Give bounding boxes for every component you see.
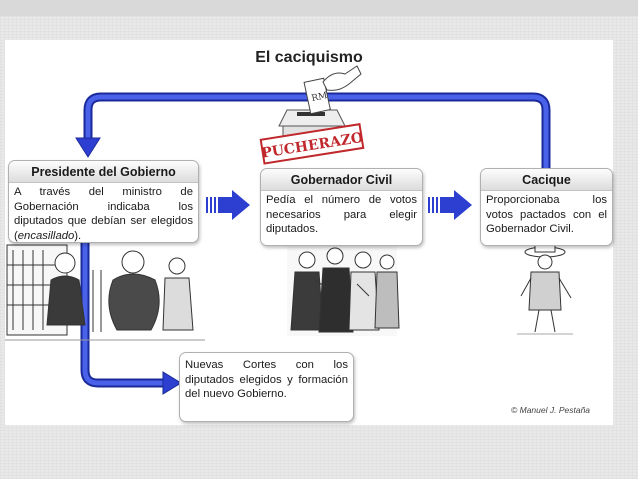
encasillado-term: encasillado [17, 229, 75, 242]
arrow-governor-to-cacique [428, 190, 472, 220]
top-band [0, 0, 638, 16]
ballot-label: RM [311, 91, 329, 104]
slide-canvas: El caciquismo [5, 40, 613, 425]
hand-icon [322, 65, 362, 91]
box-governor: Gobernador Civil Pedía el número de voto… [260, 168, 423, 246]
illustration-governor [287, 246, 400, 336]
loop-arrow-head [75, 137, 101, 158]
copyright-credit: © Manuel J. Pestaña [511, 405, 591, 415]
box-governor-heading: Gobernador Civil [261, 169, 422, 191]
box-cortes: Nuevas Cortes con los diputados elegidos… [179, 352, 354, 422]
box-cacique-heading: Cacique [481, 169, 612, 191]
illustration-president [5, 244, 205, 341]
diagram-graphics: RM PUCHERAZO [5, 65, 573, 395]
illustration-cacique [517, 239, 573, 335]
box-cacique-text: Proporcionaba los votos pactados con el … [486, 194, 607, 235]
box-cacique: Cacique Proporcionaba los votos pactados… [480, 168, 613, 246]
box-president-text: A través del ministro de Gobernación ind… [14, 186, 193, 242]
box-president: Presidente del Gobierno A través del min… [8, 160, 199, 243]
down-arrow-head [162, 371, 182, 395]
box-president-heading: Presidente del Gobierno [9, 161, 198, 183]
arrow-president-to-governor [206, 190, 250, 220]
box-governor-text: Pedía el número de votos necesarios para… [266, 194, 417, 235]
diagram-title: El caciquismo [255, 49, 363, 66]
box-cortes-text: Nuevas Cortes con los diputados elegidos… [185, 359, 348, 400]
